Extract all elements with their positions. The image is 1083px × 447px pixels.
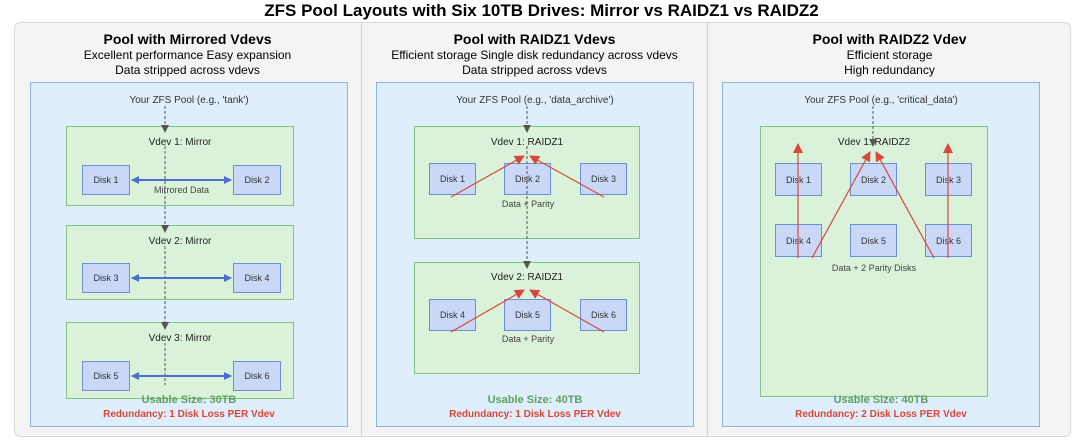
raidz2-subtitle-2: High redundancy [844,63,935,77]
raidz1-redundancy: Redundancy: 1 Disk Loss PER Vdev [449,409,621,420]
raidz1-vdev-1-label: Vdev 1: RAIDZ1 [490,137,564,148]
raidz1-subtitle-1: Efficient storage Single disk redundancy… [391,48,678,62]
mirror-disk-1: Disk 1 [82,165,130,195]
raidz2-disk-6: Disk 6 [925,224,972,257]
mirror-subtitle-2: Data stripped across vdevs [115,63,260,77]
raidz2-disk-5: Disk 5 [850,224,897,257]
mirror-vdev-1-label: Vdev 1: Mirror [148,137,212,148]
raidz2-vdev-1-label: Vdev 1: RAIDZ2 [837,137,911,148]
raidz1-column-title: Pool with RAIDZ1 Vdevs [453,31,616,47]
mirror-redundancy: Redundancy: 1 Disk Loss PER Vdev [103,409,275,420]
raidz1-disk-1: Disk 1 [429,163,476,195]
mirror-disk-3: Disk 3 [82,263,130,293]
raidz1-disk-2: Disk 2 [504,163,551,195]
mirror-usable-size: Usable Size: 30TB [141,394,237,406]
mirrored-data-label: Mirrored Data [153,185,209,195]
mirror-disk-4: Disk 4 [233,263,281,293]
raidz2-disk-4: Disk 4 [775,224,822,257]
raidz2-column-title: Pool with RAIDZ2 Vdev [812,31,967,47]
raidz1-disk-3: Disk 3 [580,163,627,195]
raidz2-pool-label: Your ZFS Pool (e.g., 'critical_data') [804,95,958,106]
raidz2-disk-3: Disk 3 [925,163,972,196]
raidz1-vdev-2-label: Vdev 2: RAIDZ1 [490,272,564,283]
raidz1-usable-size: Usable Size: 40TB [487,394,583,406]
raidz1-parity-label-1: Data + Parity [501,199,555,209]
mirror-subtitle-1: Excellent performance Easy expansion [83,48,292,62]
mirror-disk-6: Disk 6 [233,361,281,391]
column-divider-1 [361,22,362,437]
column-divider-2 [707,22,708,437]
mirror-disk-2: Disk 2 [233,165,281,195]
raidz2-redundancy: Redundancy: 2 Disk Loss PER Vdev [795,409,967,420]
raidz1-disk-4: Disk 4 [429,299,476,331]
raidz1-disk-6: Disk 6 [580,299,627,331]
raidz1-parity-label-2: Data + Parity [501,334,555,344]
mirror-column-title: Pool with Mirrored Vdevs [103,31,272,47]
raidz2-subtitle-1: Efficient storage [846,48,933,62]
mirror-pool-label: Your ZFS Pool (e.g., 'tank') [129,95,249,106]
raidz1-pool-label: Your ZFS Pool (e.g., 'data_archive') [456,95,614,106]
raidz2-usable-size: Usable Size: 40TB [833,394,929,406]
mirror-vdev-2-label: Vdev 2: Mirror [148,236,212,247]
raidz1-disk-5: Disk 5 [504,299,551,331]
diagram-title: ZFS Pool Layouts with Six 10TB Drives: M… [264,1,819,20]
raidz2-disk-1: Disk 1 [775,163,822,196]
mirror-disk-5: Disk 5 [82,361,130,391]
raidz1-subtitle-2: Data stripped across vdevs [462,63,607,77]
raidz2-disk-2: Disk 2 [850,163,897,196]
mirror-vdev-3-label: Vdev 3: Mirror [148,333,212,344]
raidz2-parity-label: Data + 2 Parity Disks [831,263,917,273]
